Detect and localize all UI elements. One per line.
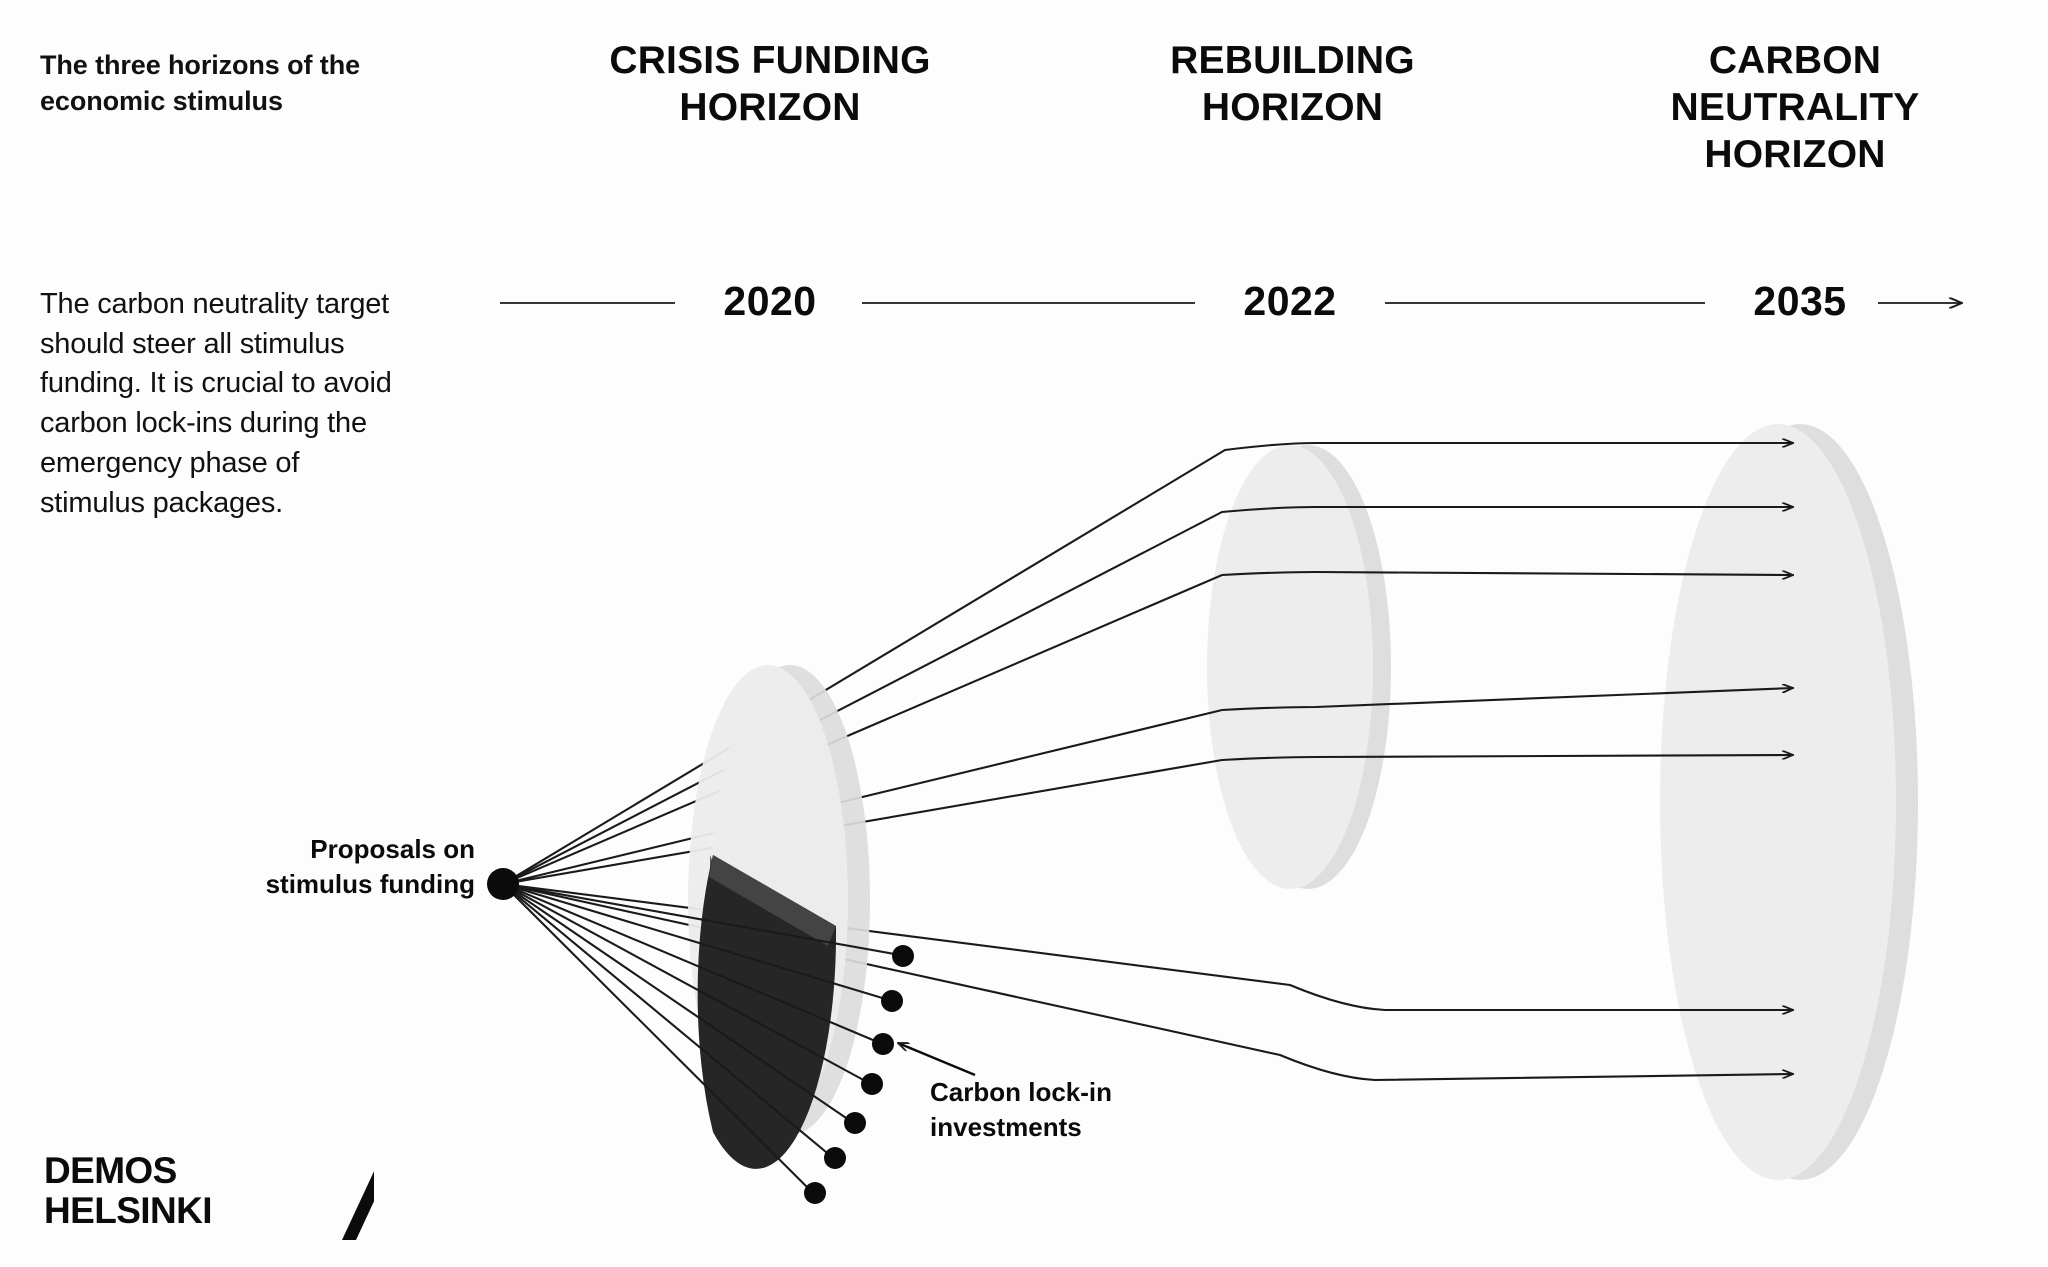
terminal-dot-icon [844,1112,866,1134]
year-label-2022: 2022 [1243,278,1337,324]
horizon-disc-carbon-neutrality [1660,424,1918,1180]
year-label-2020: 2020 [723,278,817,324]
demos-helsinki-logo: DEMOS HELSINKI [44,1152,374,1242]
flow-lines-carbon-lockin [501,882,902,1194]
terminal-dot-icon [892,945,914,967]
origin-dot-icon [487,868,519,900]
flow-line-lockin [501,882,882,1045]
logo-line-demos: DEMOS [44,1150,177,1191]
logo-line-helsinki: HELSINKI [44,1190,212,1231]
flow-line [501,507,1795,886]
flow-line [501,882,1795,1010]
terminal-dot-icon [872,1033,894,1055]
carbon-lockin-pointer-arrow-up-left-icon [898,1041,976,1077]
flow-line-lockin [501,882,902,957]
flow-line [501,688,1793,886]
carbon-lockin-wedge [697,855,837,1169]
logo-slash-icon [342,1171,374,1240]
flow-line-lockin [501,882,834,1159]
carbon-lockin-label: Carbon lock-in investments [930,1077,1113,1142]
flow-lines-passing [501,443,1795,1082]
flow-line [501,882,1793,1082]
flow-line [501,755,1795,886]
origin-node-label: Proposals on stimulus funding [265,834,475,899]
horizon-disc-crisis-funding [688,665,870,1169]
intro-paragraph: The carbon neutrality target should stee… [40,288,392,519]
flow-line [501,443,1795,886]
year-label-2035: 2035 [1753,278,1847,324]
page-title: The three horizons of the economic stimu… [40,50,361,116]
flow-line-lockin [501,882,854,1124]
terminal-dot-icon [824,1147,846,1169]
flow-line-lockin [501,882,814,1194]
horizon-header-carbon-neutrality: CARBON NEUTRALITY HORIZON [1670,39,1920,176]
terminal-dot-icon [881,990,903,1012]
flow-line-lockin [501,882,871,1085]
horizon-header-crisis-funding: CRISIS FUNDING HORIZON [609,39,931,129]
horizon-header-rebuilding: REBUILDING HORIZON [1170,39,1415,129]
carbon-lockin-terminal-dots [804,945,914,1204]
terminal-dot-icon [804,1182,826,1204]
flow-line-lockin [501,882,891,1002]
terminal-dot-icon [861,1073,883,1095]
horizon-disc-rebuilding [1207,445,1391,889]
flow-line [501,572,1795,886]
